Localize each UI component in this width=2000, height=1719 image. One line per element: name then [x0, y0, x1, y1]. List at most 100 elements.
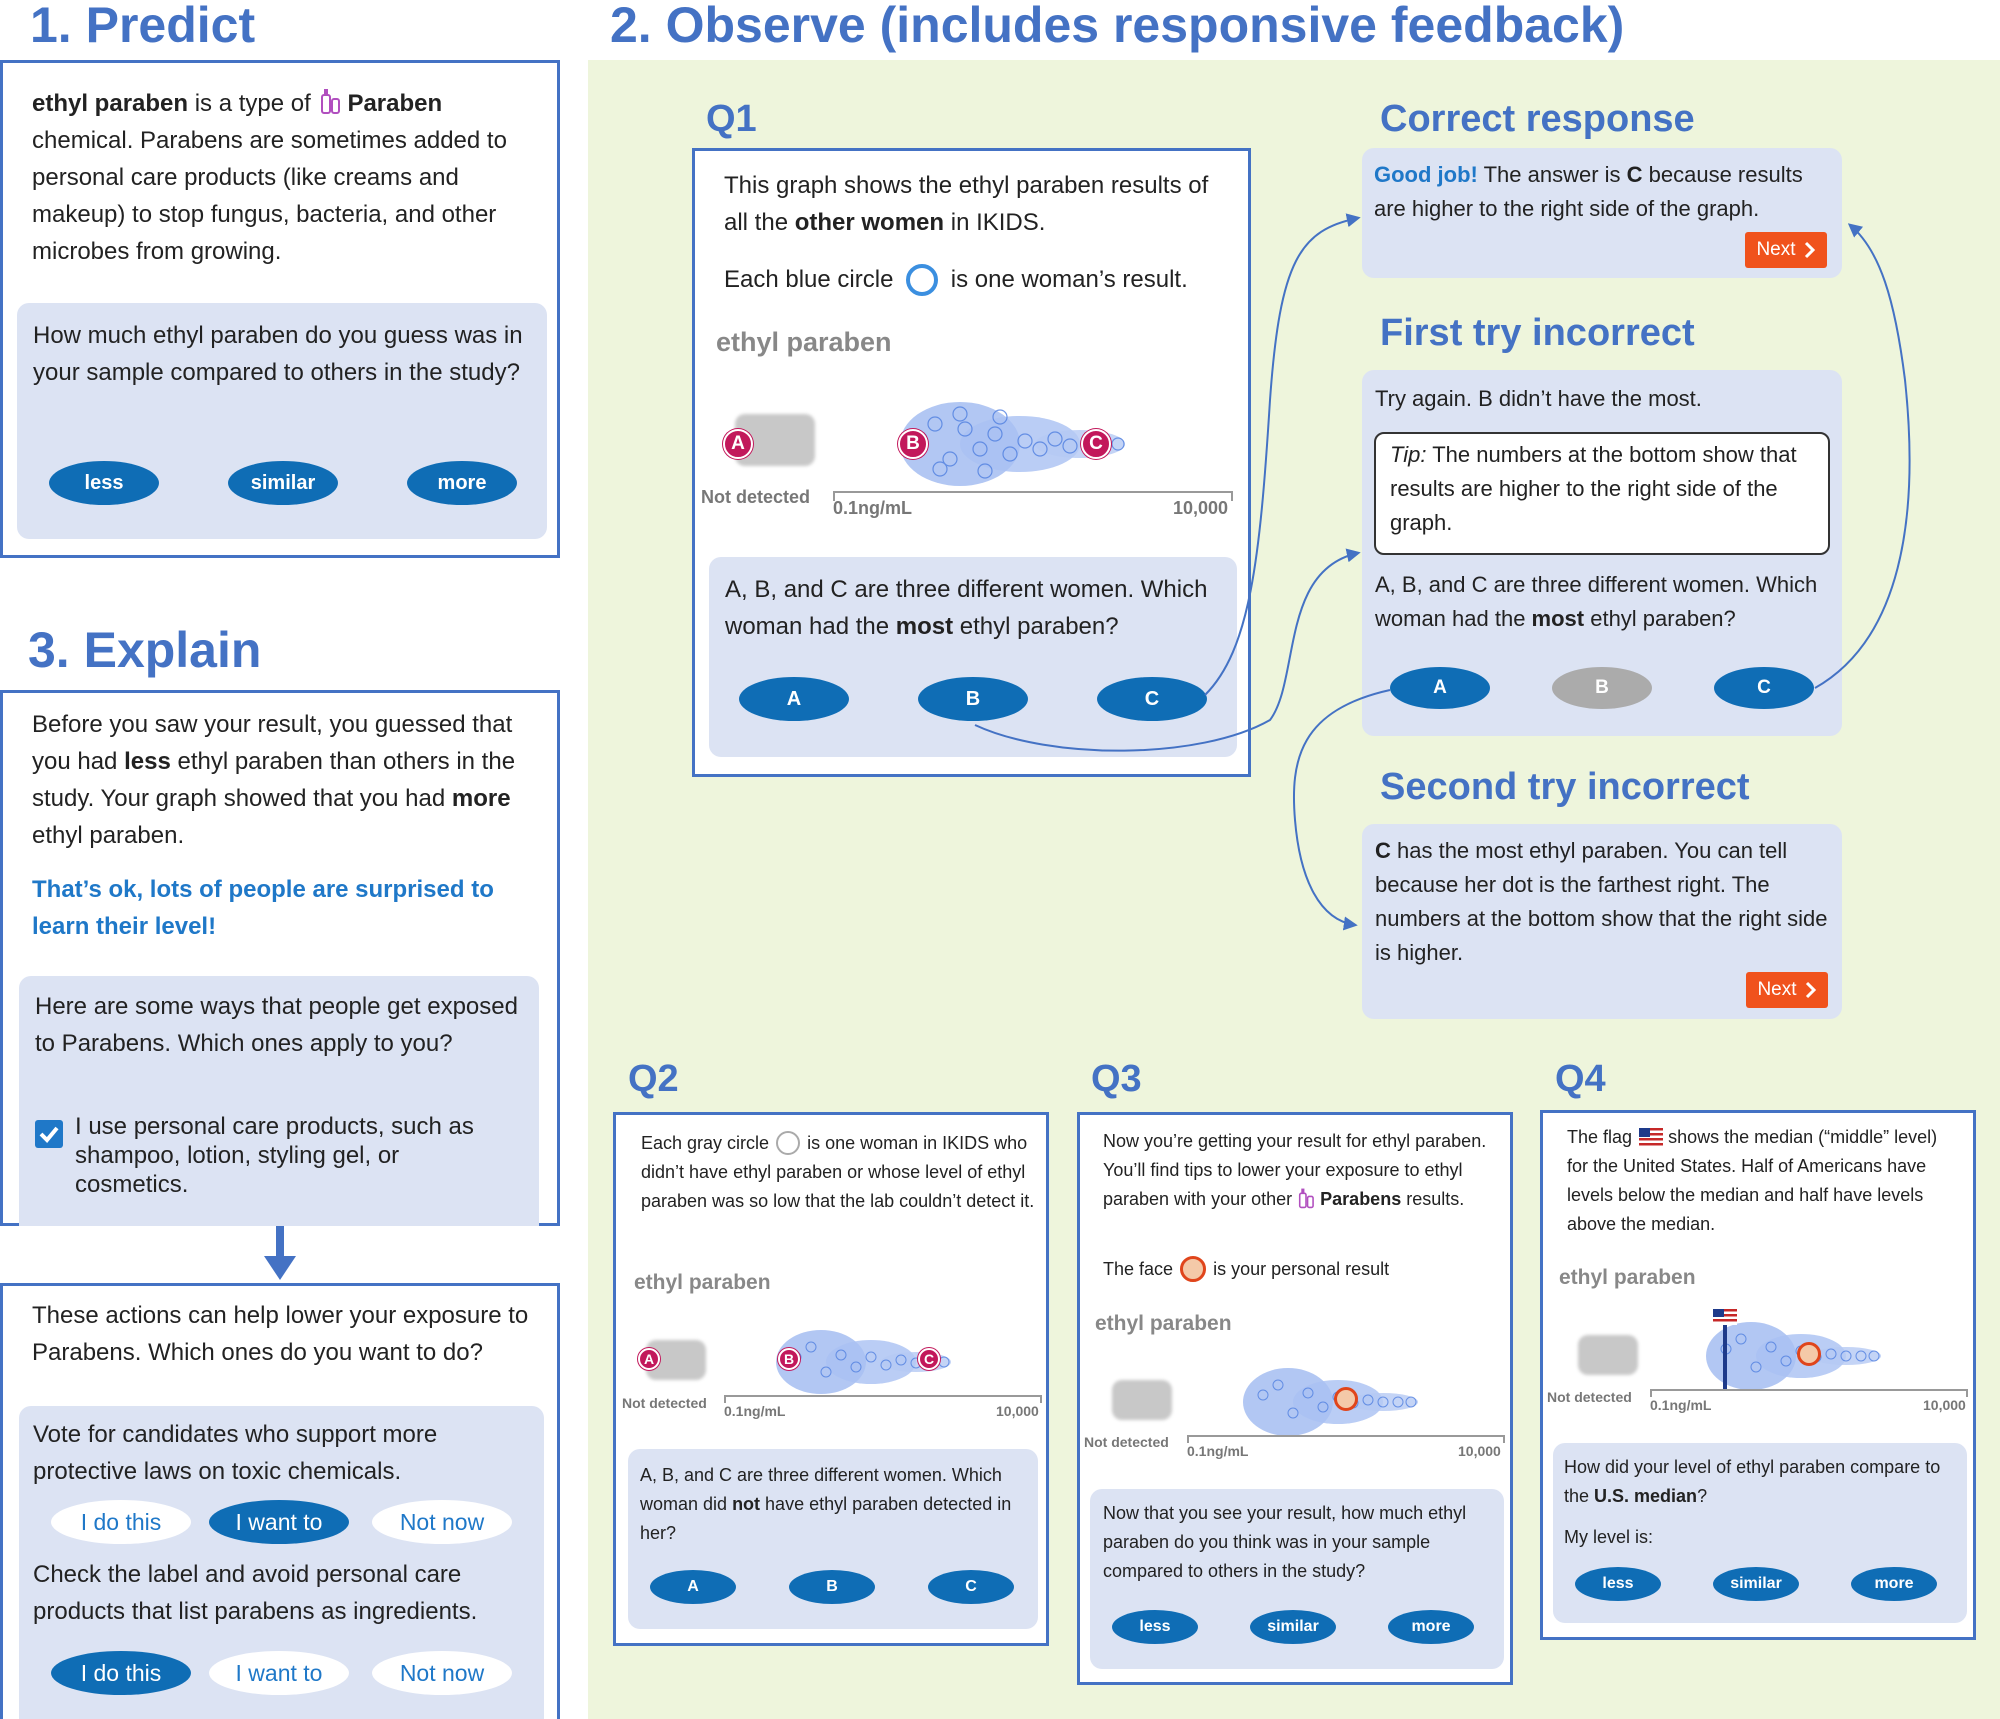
label-i-want-to-button[interactable]: I want to [209, 1651, 349, 1695]
label-i-do-this-button[interactable]: I do this [51, 1651, 191, 1695]
q1-option-a[interactable]: A [739, 677, 849, 721]
second-try-box: C has the most ethyl paraben. You can te… [1362, 824, 1842, 1019]
q4-less-button[interactable]: less [1575, 1567, 1661, 1601]
q3-chem-label: ethyl paraben [1095, 1312, 1232, 1335]
q2-option-a[interactable]: A [650, 1570, 736, 1604]
predict-less-button[interactable]: less [49, 461, 159, 505]
q3-more-button[interactable]: more [1388, 1610, 1474, 1644]
explain-reassure-text: That’s ok, lots of people are surprised … [32, 876, 494, 940]
q1-axis [833, 491, 1233, 501]
q4-not-detected-label: Not detected [1547, 1389, 1632, 1405]
first-try-option-a[interactable]: A [1390, 667, 1490, 709]
correct-heading: Correct response [1380, 98, 1695, 140]
observe-heading: 2. Observe (includes responsive feedback… [610, 0, 1625, 53]
vote-i-want-to-button[interactable]: I want to [209, 1500, 349, 1544]
q4-median-flag [1713, 1309, 1737, 1394]
q3-label: Q3 [1091, 1058, 1142, 1100]
q4-chem-label: ethyl paraben [1559, 1266, 1696, 1289]
q1-option-b[interactable]: B [918, 677, 1028, 721]
q4-more-button[interactable]: more [1851, 1567, 1937, 1601]
q1-question: A, B, and C are three different women. W… [725, 576, 1208, 640]
us-flag-icon [1639, 1126, 1664, 1146]
q3-similar-button[interactable]: similar [1250, 1610, 1336, 1644]
vote-i-do-this-button[interactable]: I do this [51, 1500, 191, 1544]
q2-chem-label: ethyl paraben [634, 1271, 771, 1294]
q4-not-detected-cluster [1578, 1335, 1638, 1375]
correct-next-button[interactable]: Next [1745, 232, 1827, 268]
q1-marker-c: C [1081, 429, 1111, 459]
q3-less-button[interactable]: less [1112, 1610, 1198, 1644]
second-try-text: C has the most ethyl paraben. You can te… [1375, 838, 1828, 965]
q2-question-box: A, B, and C are three different women. W… [628, 1449, 1038, 1629]
q1-axis-max: 10,000 [1173, 498, 1229, 518]
q3-axis-min: 0.1ng/mL [1187, 1443, 1249, 1459]
q4-axis [1650, 1389, 1968, 1397]
q2-option-c[interactable]: C [928, 1570, 1014, 1604]
predict-more-button[interactable]: more [407, 461, 517, 505]
chevron-right-icon [1805, 981, 1816, 999]
q2-panel: Each gray circle is one woman in IKIDS w… [613, 1112, 1049, 1646]
q1-axis-min: 0.1ng/mL [833, 498, 913, 518]
q3-axis-max: 10,000 [1458, 1443, 1501, 1459]
q3-axis [1187, 1435, 1505, 1443]
q1-marker-b: B [898, 429, 928, 459]
q4-axis-max: 10,000 [1923, 1397, 1966, 1413]
q4-panel: The flag shows the median (“middle” leve… [1540, 1110, 1976, 1640]
q2-blue-cluster [776, 1330, 951, 1394]
correct-box: Good job! The answer is C because result… [1362, 148, 1842, 278]
first-try-box: Try again. B didn’t have the most. Tip: … [1362, 370, 1842, 736]
q3-panel: Now you’re getting your result for ethyl… [1077, 1112, 1513, 1685]
vote-not-now-button[interactable]: Not now [372, 1500, 512, 1544]
q2-option-b[interactable]: B [789, 1570, 875, 1604]
predict-question-box: How much ethyl paraben do you guess was … [17, 303, 547, 539]
q2-axis-min: 0.1ng/mL [724, 1403, 786, 1419]
q3-not-detected-label: Not detected [1084, 1434, 1169, 1450]
second-try-next-button[interactable]: Next [1746, 972, 1828, 1008]
q1-chem-label: ethyl paraben [716, 327, 892, 357]
q3-question-box: Now that you see your result, how much e… [1090, 1489, 1504, 1669]
label-not-now-button[interactable]: Not now [372, 1651, 512, 1695]
q2-axis [724, 1395, 1042, 1403]
q4-question: How did your level of ethyl paraben comp… [1564, 1457, 1941, 1506]
q1-marker-a: A [723, 429, 753, 459]
explain-panel: Before you saw your result, you guessed … [0, 690, 560, 1226]
first-try-option-b[interactable]: B [1552, 667, 1652, 709]
q2-legend: Each gray circle is one woman in IKIDS w… [641, 1131, 1035, 1211]
actions-question: These actions can help lower your exposu… [32, 1302, 529, 1366]
action-label-text: Check the label and avoid personal care … [33, 1561, 478, 1625]
q1-question-box: A, B, and C are three different women. W… [709, 557, 1237, 757]
q1-option-c[interactable]: C [1097, 677, 1207, 721]
q4-similar-button[interactable]: similar [1713, 1567, 1799, 1601]
q3-not-detected-cluster [1112, 1380, 1172, 1420]
q2-axis-max: 10,000 [996, 1403, 1039, 1419]
first-try-heading: First try incorrect [1380, 312, 1695, 354]
q3-face-legend: The face is your personal result [1103, 1255, 1503, 1284]
q2-question: A, B, and C are three different women. W… [640, 1465, 1012, 1543]
first-try-line: Try again. B didn’t have the most. [1375, 386, 1702, 411]
chevron-right-icon [1804, 241, 1815, 259]
product-icon [1297, 1187, 1315, 1209]
product-icon [319, 87, 341, 114]
q3-question: Now that you see your result, how much e… [1103, 1503, 1467, 1581]
q4-intro: The flag shows the median (“middle” leve… [1567, 1126, 1938, 1234]
q2-marker-a: A [638, 1348, 660, 1370]
predict-question: How much ethyl paraben do you guess was … [33, 322, 523, 386]
first-try-question: A, B, and C are three different women. W… [1375, 572, 1818, 631]
check-icon [39, 1126, 59, 1143]
q4-label: Q4 [1555, 1058, 1606, 1100]
correct-text: Good job! The answer is C because result… [1374, 162, 1803, 221]
actions-panel: These actions can help lower your exposu… [0, 1283, 560, 1719]
q4-level-label: My level is: [1564, 1527, 1654, 1547]
exposure-box: Here are some ways that people get expos… [19, 976, 539, 1226]
personal-care-checkbox[interactable] [35, 1120, 63, 1148]
q2-marker-b: B [778, 1348, 800, 1370]
explain-heading: 3. Explain [28, 622, 262, 678]
predict-heading: 1. Predict [30, 0, 256, 53]
first-try-option-c[interactable]: C [1714, 667, 1814, 709]
blue-circle-icon [906, 264, 939, 296]
predict-similar-button[interactable]: similar [228, 461, 338, 505]
predict-intro: ethyl paraben is a type of Paraben chemi… [32, 85, 542, 270]
down-arrow-icon [264, 1226, 296, 1280]
q1-label: Q1 [706, 98, 757, 140]
